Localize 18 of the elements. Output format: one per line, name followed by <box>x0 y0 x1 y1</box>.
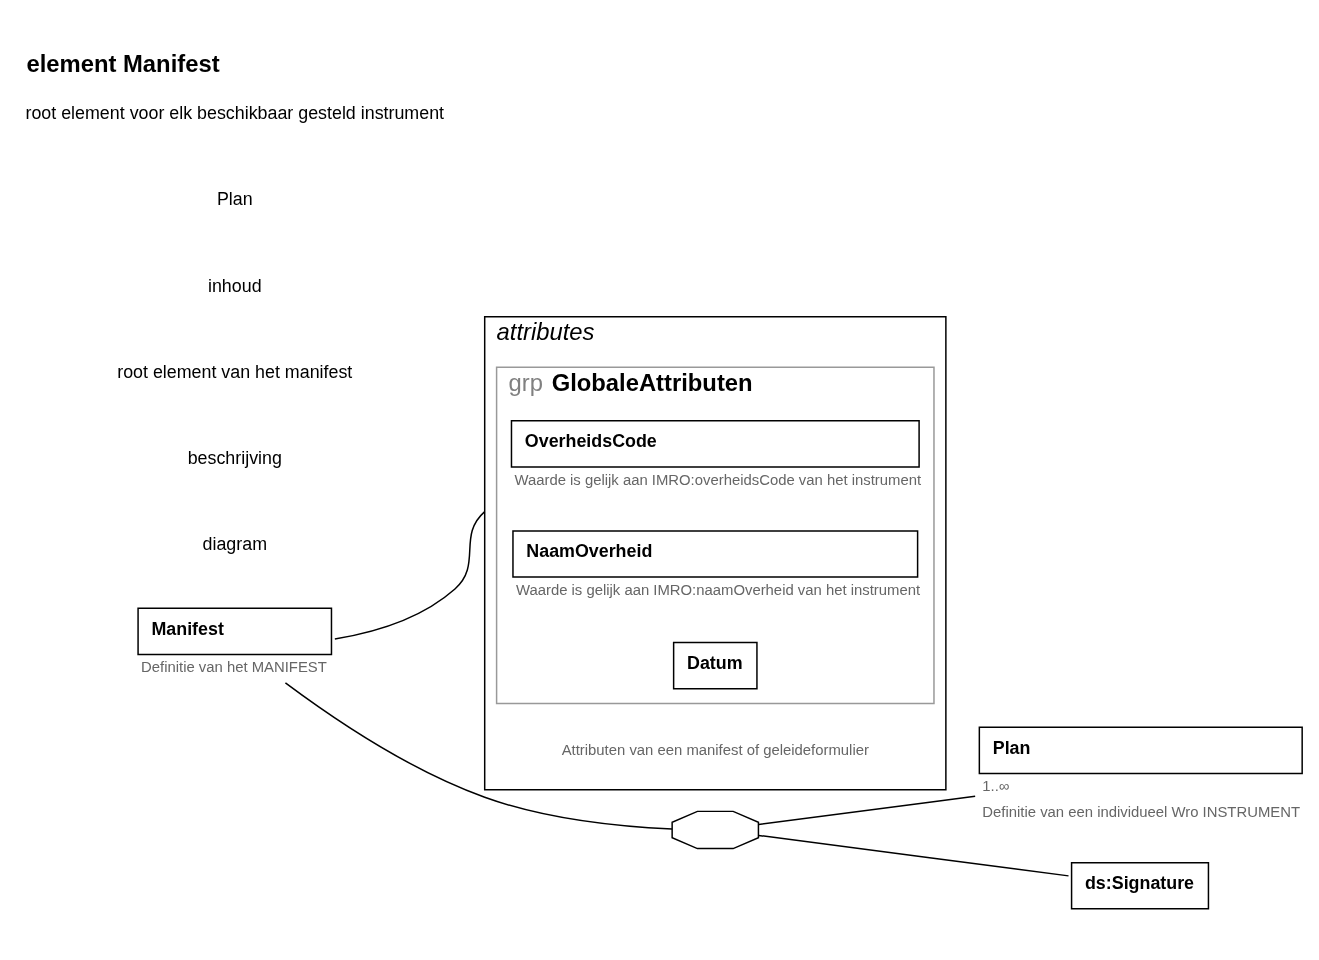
node-label: Waarde is gelijk aan IMRO:naamOverheid van het instrument <box>515 581 921 598</box>
node-label: Definitie van een individueel Wro INSTRUMENT <box>982 803 1300 820</box>
node-label: Definitie van het MANIFEST <box>141 659 327 676</box>
label: diagram <box>202 534 268 555</box>
connector <box>284 682 673 830</box>
node-label: 1..∞ <box>982 778 1010 795</box>
connector <box>758 834 1070 877</box>
connector <box>334 510 486 640</box>
diagram-title: element Manifest <box>26 50 220 78</box>
node-label: Attributen van een manifest of geleideformulier <box>561 741 869 758</box>
node-label: Waarde is gelijk aan IMRO:overheidsCode van het instrument <box>514 471 922 488</box>
label: inhoud <box>207 275 262 296</box>
label: root element voor elk beschikbaar gesteld instrument <box>25 103 445 124</box>
label: beschrijving <box>187 448 282 469</box>
connector <box>758 795 976 826</box>
node-octagon <box>671 810 760 850</box>
label: root element van het manifest <box>117 361 353 382</box>
label: Plan <box>216 189 253 210</box>
